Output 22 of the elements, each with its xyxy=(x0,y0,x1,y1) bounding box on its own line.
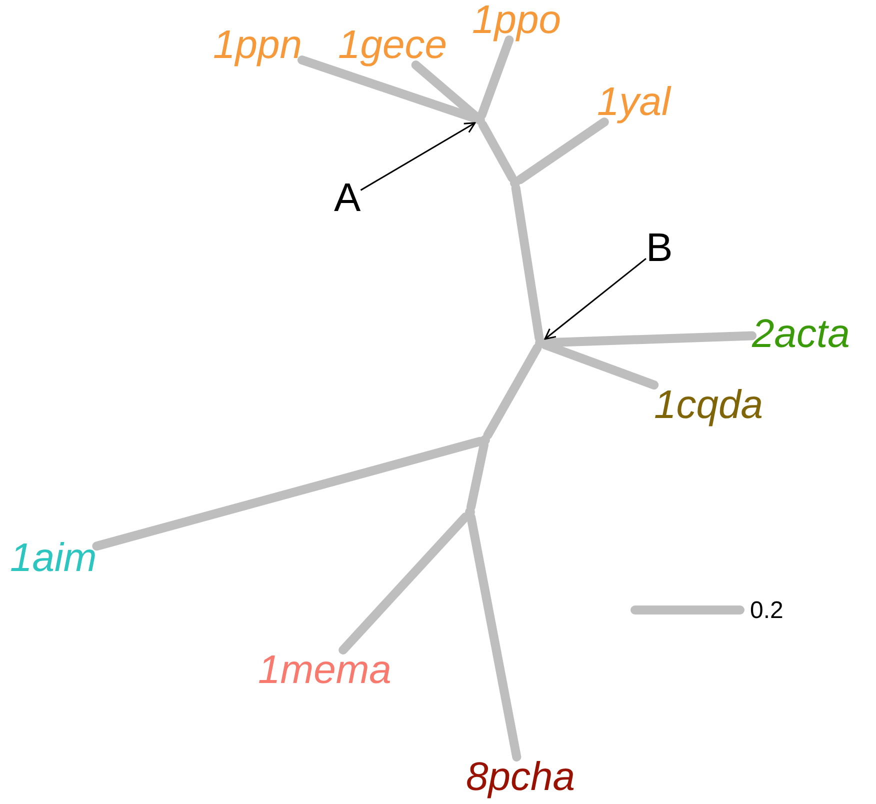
leader-arrow xyxy=(544,258,646,340)
taxon-label: 1yal xyxy=(597,82,670,122)
taxon-label: 1cqda xyxy=(654,385,763,425)
scale-value: 0.2 xyxy=(750,599,784,623)
tree-branch xyxy=(466,512,522,762)
tree-branch xyxy=(477,36,514,120)
taxon-label: 1aim xyxy=(10,538,97,578)
tree-branch xyxy=(511,184,544,342)
taxon-label: 1gece xyxy=(338,25,447,65)
callout-letter: B xyxy=(646,228,673,268)
tree-branch xyxy=(483,344,542,440)
taxon-label: 1ppn xyxy=(213,25,302,65)
callout-letter: A xyxy=(334,178,361,218)
taxon-label: 1ppo xyxy=(472,0,561,40)
taxon-label: 1mema xyxy=(258,650,392,690)
tree-branch xyxy=(516,118,609,184)
taxon-label: 8pcha xyxy=(466,757,575,797)
taxon-label: 2acta xyxy=(752,314,850,354)
tree-branch xyxy=(540,331,756,348)
tree-branch xyxy=(478,120,517,182)
leader-arrow xyxy=(360,122,476,191)
tree-branch xyxy=(338,512,470,654)
